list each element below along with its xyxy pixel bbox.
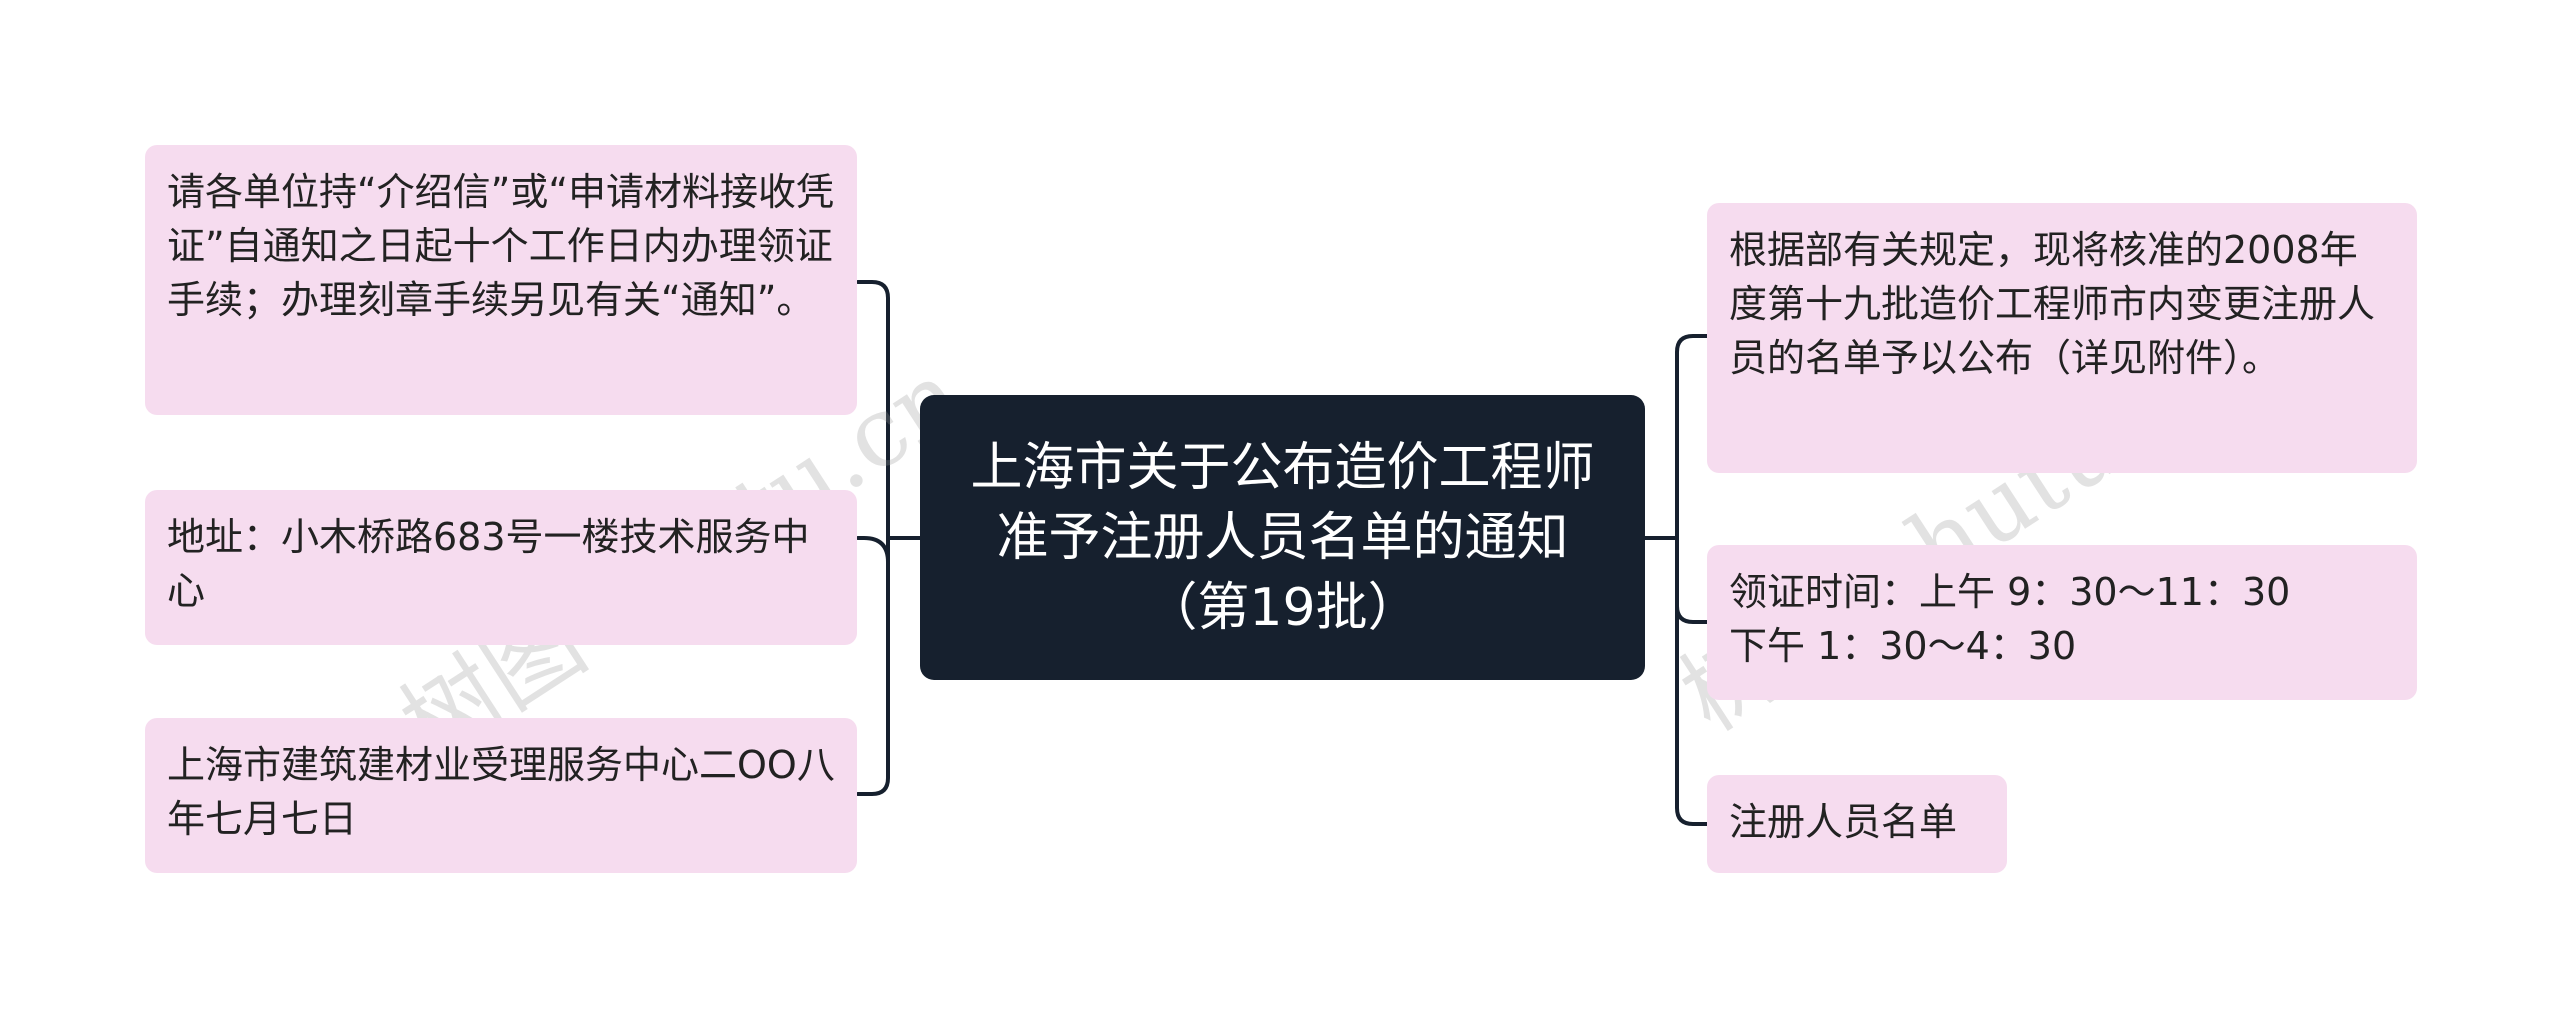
left-connector: [856, 280, 922, 796]
left-node-address[interactable]: 地址：小木桥路683号一楼技术服务中心: [145, 490, 857, 645]
left-node-issuer-date[interactable]: 上海市建筑建材业受理服务中心二OO八年七月七日: [145, 718, 857, 873]
left-node-instructions[interactable]: 请各单位持“介绍信”或“申请材料接收凭证”自通知之日起十个工作日内办理领证手续；…: [145, 145, 857, 415]
central-topic-title: 上海市关于公布造价工程师准予注册人员名单的通知（第19批）: [970, 437, 1595, 638]
right-node-pickup-time[interactable]: 领证时间：上午 9：30～11：30 下午 1：30～4：30: [1707, 545, 2417, 700]
central-topic[interactable]: 上海市关于公布造价工程师准予注册人员名单的通知（第19批）: [920, 395, 1645, 680]
right-node-announcement[interactable]: 根据部有关规定，现将核准的2008年度第十九批造价工程师市内变更注册人员的名单予…: [1707, 203, 2417, 473]
right-node-registrant-list[interactable]: 注册人员名单: [1707, 775, 2007, 873]
right-connector: [1643, 334, 1709, 826]
